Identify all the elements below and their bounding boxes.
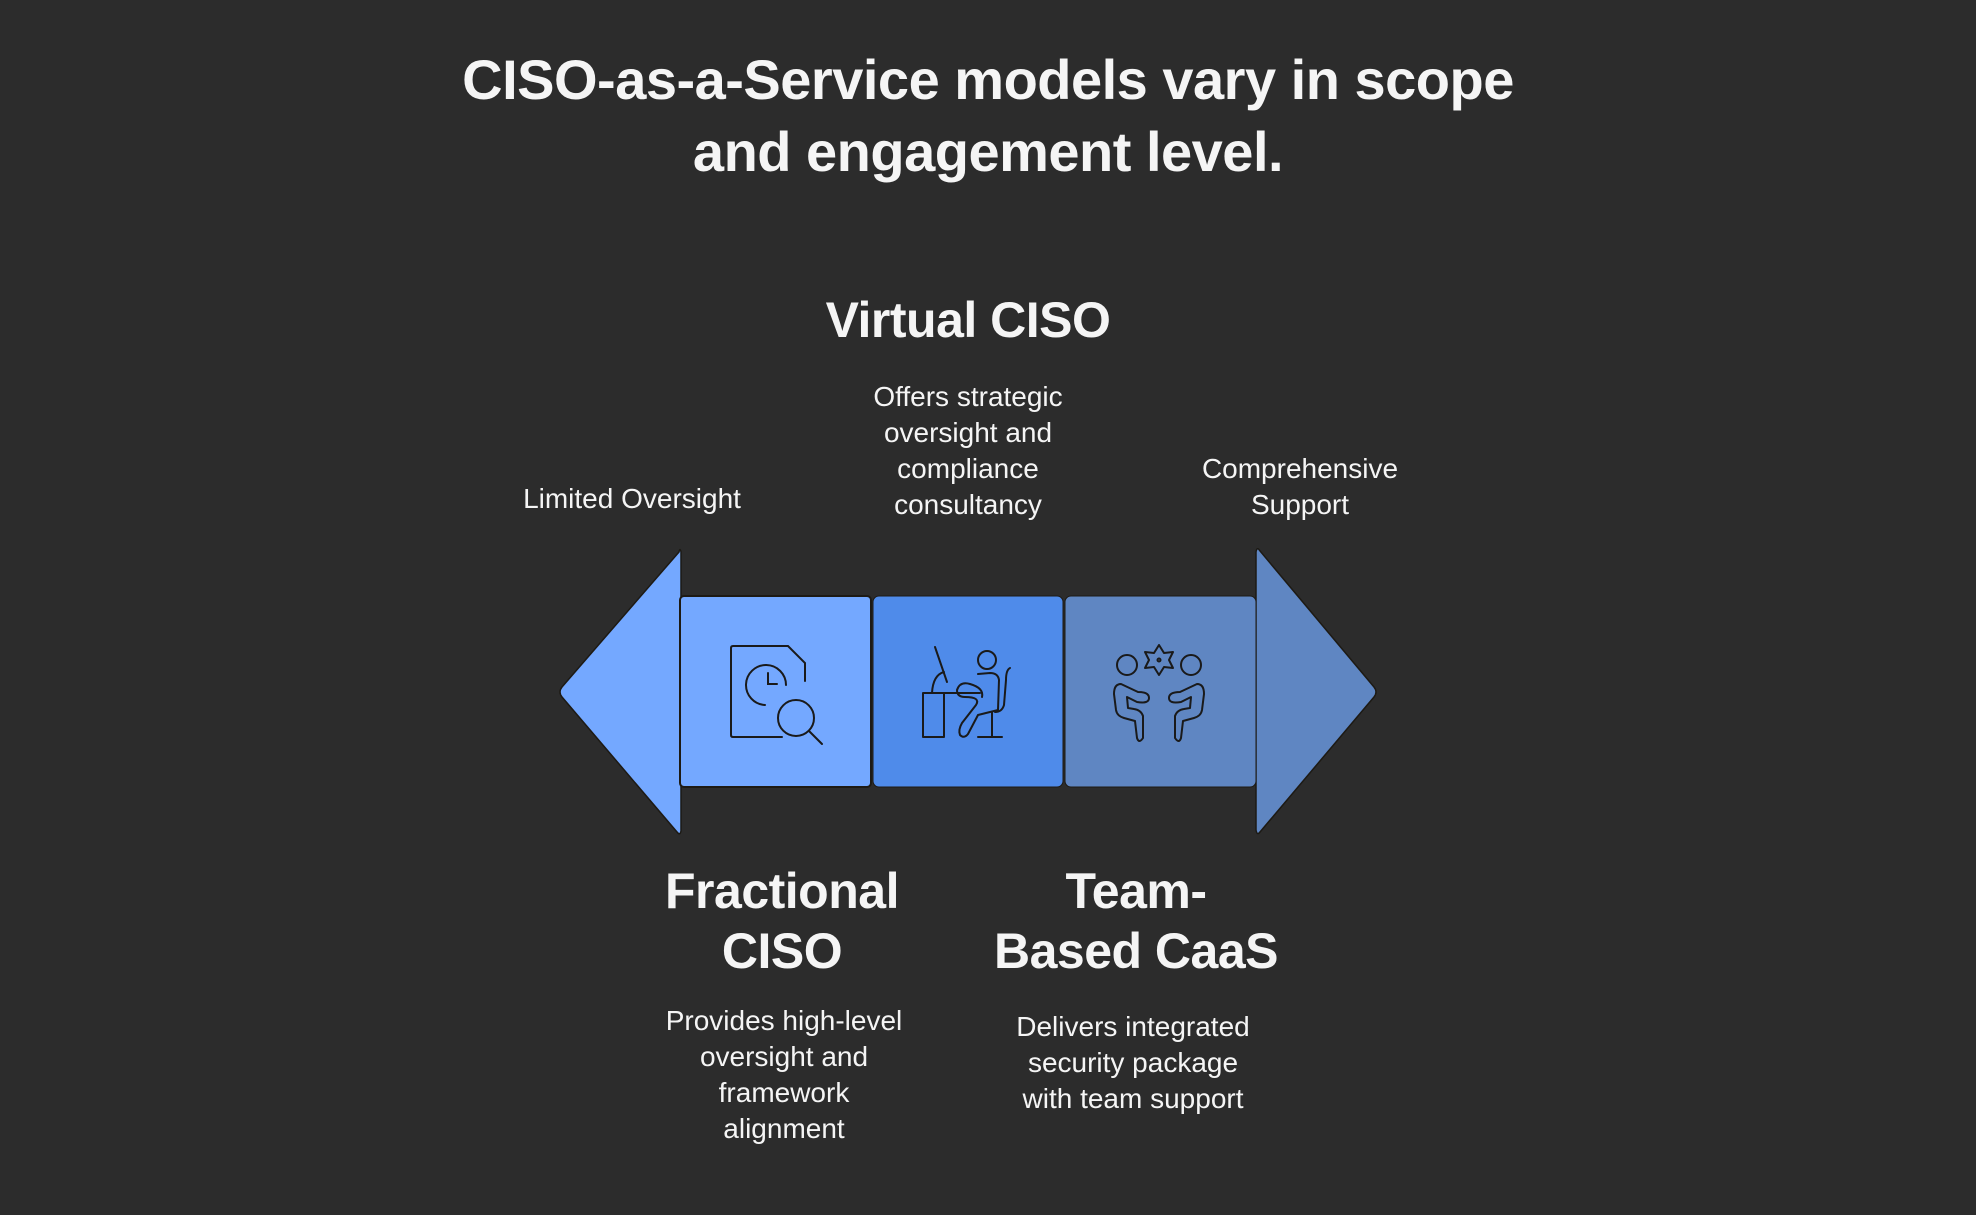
team-based-caas-box [1064,595,1257,788]
desc-line: oversight and [699,1041,869,1072]
heading-line: CISO [721,923,843,979]
virtual-ciso-description: Offers strategic oversight and complianc… [818,379,1118,523]
fractional-ciso-box [679,595,872,788]
document-clock-search-icon [730,645,823,745]
heading-line: Fractional [665,863,899,919]
desc-line: Provides high-level [665,1005,903,1036]
desc-line: compliance [897,453,1039,484]
comprehensive-support-label: Comprehensive Support [1150,451,1450,523]
heading-line: Virtual CISO [825,292,1111,348]
team-based-caas-heading: Team- Based CaaS [986,861,1286,981]
desc-line: security package [1027,1047,1239,1078]
fractional-ciso-heading: Fractional CISO [632,861,932,981]
team-based-caas-description: Delivers integrated security package wit… [983,1009,1283,1117]
right-arrowhead [1255,548,1377,835]
heading-line: Team- [1065,863,1207,919]
page-title: CISO-as-a-Service models vary in scope a… [0,44,1976,188]
title-line-2: and engagement level. [692,120,1284,183]
heading-line: Based CaaS [993,923,1279,979]
label-line: Support [1250,489,1350,520]
desc-line: oversight and [883,417,1053,448]
fractional-ciso-description: Provides high-level oversight and framew… [634,1003,934,1147]
label-line: Limited Oversight [523,483,741,514]
desc-line: with team support [1022,1083,1244,1114]
title-line-1: CISO-as-a-Service models vary in scope [462,48,1514,111]
desc-line: consultancy [894,489,1042,520]
limited-oversight-label: Limited Oversight [482,481,782,517]
left-arrowhead [559,548,682,835]
desc-line: Delivers integrated [1016,1011,1250,1042]
team-collaboration-gear-icon [1113,644,1205,742]
desc-line: Offers strategic [873,381,1063,412]
label-line: Comprehensive [1201,453,1399,484]
virtual-ciso-box [872,595,1064,788]
desc-line: framework [718,1077,850,1108]
virtual-ciso-heading: Virtual CISO [768,290,1168,350]
desc-line: alignment [723,1113,845,1144]
person-at-desk-computer-icon [922,646,1011,738]
